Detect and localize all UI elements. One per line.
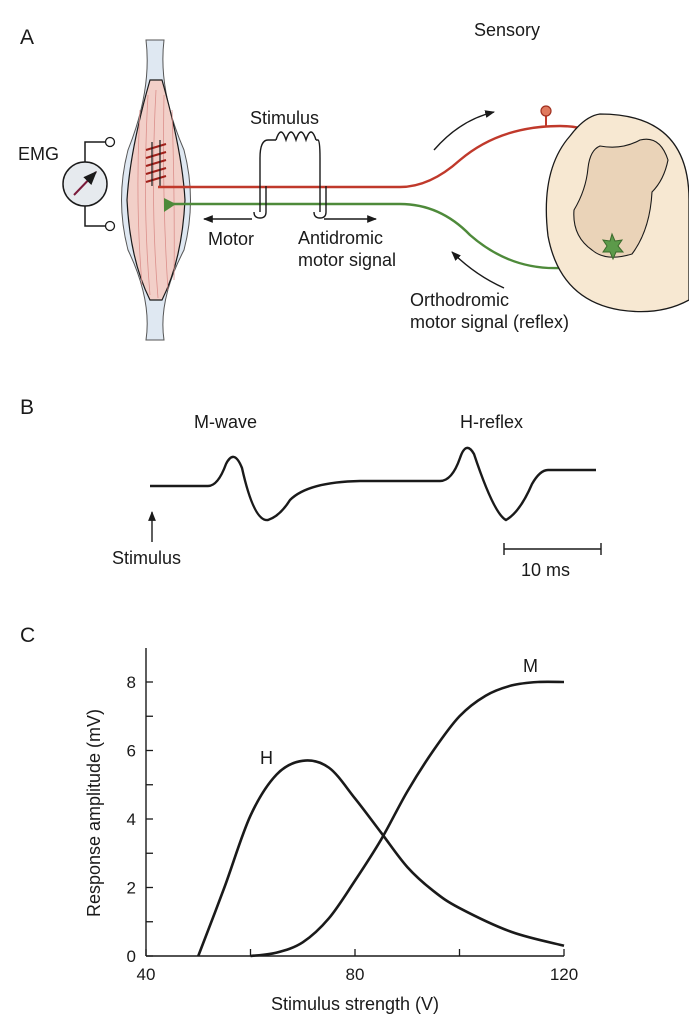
emg-label: EMG	[18, 144, 59, 164]
x-tick-label: 120	[550, 965, 578, 984]
stimulus-label-a: Stimulus	[250, 108, 319, 128]
motor-endplate	[164, 198, 176, 212]
y-tick-label: 2	[127, 879, 136, 898]
sensory-soma	[540, 105, 552, 117]
panel-c-label: C	[20, 624, 35, 647]
h-reflex-label: H-reflex	[460, 412, 523, 432]
stimulus-electrode	[253, 131, 327, 219]
y-axis-label: Response amplitude (mV)	[84, 709, 104, 917]
panel-a-label: A	[20, 26, 34, 49]
antidromic-label-1: Antidromic	[298, 228, 383, 248]
emg-meter	[62, 136, 116, 232]
scale-bar	[503, 543, 602, 555]
orthodromic-label-2: motor signal (reflex)	[410, 312, 569, 332]
y-tick-label: 6	[127, 742, 136, 761]
orthodromic-label-1: Orthodromic	[410, 290, 509, 310]
m-wave-label: M-wave	[194, 412, 257, 432]
scale-bar-label: 10 ms	[521, 560, 570, 580]
y-tick-label: 0	[127, 947, 136, 966]
sensory-label: Sensory	[474, 20, 540, 40]
motor-neuron	[601, 232, 625, 261]
series-m-line	[250, 680, 565, 958]
panel-b-label: B	[20, 396, 34, 419]
antidromic-label-2: motor signal	[298, 250, 396, 270]
series-h-label: H	[260, 748, 273, 768]
motor-label: Motor	[208, 229, 254, 249]
x-tick-label: 80	[346, 965, 365, 984]
orthodromic-arrow	[451, 251, 505, 289]
x-axis-label: Stimulus strength (V)	[271, 994, 439, 1014]
y-tick-label: 4	[127, 810, 136, 829]
muscle	[121, 39, 191, 341]
spinal-cord	[545, 113, 689, 313]
stimulus-label-b: Stimulus	[112, 548, 181, 568]
sensory-arrow	[433, 110, 495, 151]
series-h-line	[197, 759, 565, 957]
emg-trace	[150, 446, 596, 522]
x-tick-label: 40	[137, 965, 156, 984]
series-m-label: M	[523, 656, 538, 676]
y-tick-label: 8	[127, 673, 136, 692]
